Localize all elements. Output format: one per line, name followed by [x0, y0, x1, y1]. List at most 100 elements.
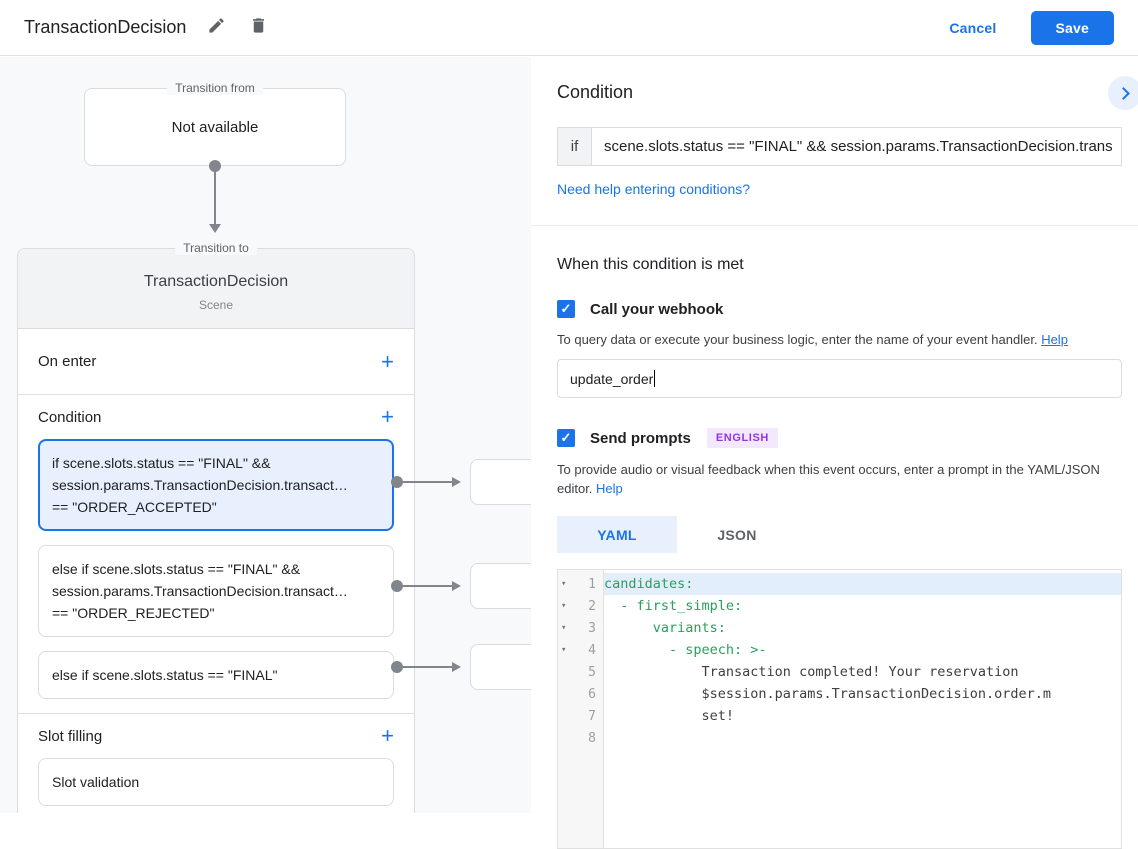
condition-line: == "ORDER_REJECTED"	[52, 605, 215, 621]
condition-line: session.params.TransactionDecision.trans…	[52, 477, 348, 493]
condition-met-heading: When this condition is met	[557, 256, 744, 273]
code-line: - first_simple:	[604, 598, 743, 614]
line-number: 4	[588, 642, 596, 658]
arrow-right-icon	[452, 477, 461, 487]
transition-from-box: Transition from Not available	[84, 81, 346, 166]
fold-toggle-icon[interactable]: ▾	[561, 623, 567, 633]
transition-target-box[interactable]	[470, 563, 531, 609]
code-line: - speech: >-	[604, 642, 767, 658]
scene-type: Scene	[198, 298, 234, 312]
fold-toggle-icon[interactable]: ▾	[561, 579, 567, 589]
editor-gutter: ▾1 ▾2 ▾3 ▾4 ▾5 ▾6 ▾7 ▾8	[558, 570, 604, 848]
fold-toggle-icon[interactable]: ▾	[561, 645, 567, 655]
transition-target-box[interactable]	[470, 644, 531, 690]
tab-yaml[interactable]: YAML	[557, 516, 677, 553]
edit-button[interactable]	[204, 16, 228, 40]
connector-line	[214, 169, 216, 225]
connector-dot	[391, 661, 403, 673]
send-prompts-row: ✓ Send prompts ENGLISH	[557, 428, 1122, 448]
transition-to-legend: Transition to	[175, 241, 257, 255]
condition-line: else if scene.slots.status == "FINAL"	[52, 667, 278, 683]
panel-divider	[531, 225, 1138, 226]
connector-dot	[391, 476, 403, 488]
yaml-code-editor[interactable]: ▾1 ▾2 ▾3 ▾4 ▾5 ▾6 ▾7 ▾8 candidates: - fi…	[557, 569, 1122, 849]
editor-code-area[interactable]: candidates: - first_simple: variants: - …	[604, 570, 1121, 848]
scene-flow-canvas: Transition from Not available Transition…	[0, 57, 531, 813]
tab-json[interactable]: JSON	[717, 526, 757, 543]
code-line: set!	[604, 708, 735, 724]
add-condition-button[interactable]: +	[381, 404, 394, 429]
add-slot-button[interactable]: +	[381, 723, 394, 748]
page-title: TransactionDecision	[24, 17, 187, 37]
slot-validation-card[interactable]: Slot validation	[38, 758, 394, 806]
arrow-down-icon	[209, 224, 221, 233]
top-bar: TransactionDecision Cancel Save	[0, 0, 1138, 56]
connector-line	[403, 585, 452, 587]
arrow-right-icon	[452, 581, 461, 591]
slot-filling-label: Slot filling	[38, 727, 103, 745]
connector-dot	[391, 580, 403, 592]
language-badge: ENGLISH	[706, 428, 778, 448]
webhook-description-text: To query data or execute your business l…	[557, 332, 1042, 347]
text-caret	[654, 370, 656, 387]
trash-icon	[249, 16, 268, 40]
condition-card-final[interactable]: else if scene.slots.status == "FINAL"	[38, 651, 394, 699]
event-handler-input[interactable]: update_order	[557, 359, 1122, 398]
condition-card-accepted[interactable]: if scene.slots.status == "FINAL" && sess…	[38, 439, 394, 531]
condition-line: if scene.slots.status == "FINAL" &&	[52, 455, 271, 471]
condition-section-label: Condition	[38, 408, 102, 426]
fold-toggle-icon[interactable]: ▾	[561, 601, 567, 611]
connector-line	[403, 481, 452, 483]
on-enter-label: On enter	[38, 353, 97, 370]
chevron-right-icon	[1117, 86, 1130, 100]
send-prompts-checkbox[interactable]: ✓	[557, 429, 575, 447]
transition-to-box: Transition to TransactionDecision Scene …	[17, 241, 415, 813]
line-number: 7	[588, 708, 596, 724]
event-handler-value: update_order	[570, 370, 654, 387]
transition-from-legend: Transition from	[167, 81, 263, 95]
checkmark-icon: ✓	[560, 301, 572, 316]
scene-card-header[interactable]: TransactionDecision Scene	[18, 249, 414, 329]
section-divider	[18, 713, 414, 714]
line-number: 8	[588, 730, 596, 746]
webhook-help-link[interactable]: Help	[1041, 332, 1068, 347]
panel-title: Condition	[557, 82, 634, 102]
scene-name: TransactionDecision	[143, 273, 289, 290]
condition-help-link[interactable]: Need help entering conditions?	[557, 181, 751, 197]
condition-line: session.params.TransactionDecision.trans…	[52, 583, 348, 599]
collapse-panel-button[interactable]	[1108, 76, 1138, 110]
transition-target-box[interactable]	[470, 459, 531, 505]
save-button[interactable]: Save	[1030, 10, 1114, 45]
delete-button[interactable]	[246, 16, 270, 40]
slot-filling-section: Slot filling + Slot validation	[18, 714, 414, 806]
call-webhook-row: ✓ Call your webhook	[557, 300, 1122, 318]
condition-expression-input[interactable]: scene.slots.status == "FINAL" && session…	[592, 127, 1122, 166]
condition-card-rejected[interactable]: else if scene.slots.status == "FINAL" &&…	[38, 545, 394, 637]
condition-expression-row: if scene.slots.status == "FINAL" && sess…	[557, 127, 1122, 166]
call-webhook-checkbox[interactable]: ✓	[557, 300, 575, 318]
add-on-enter-button[interactable]: +	[381, 348, 394, 374]
line-number: 1	[588, 576, 596, 592]
code-line	[604, 727, 1121, 749]
prompts-description: To provide audio or visual feedback when…	[557, 460, 1113, 498]
condition-editor-panel: Condition if scene.slots.status == "FINA…	[531, 57, 1138, 849]
connector-dot	[209, 160, 221, 172]
code-line: variants:	[604, 620, 726, 636]
connector-line	[403, 666, 452, 668]
cancel-button[interactable]: Cancel	[949, 19, 997, 36]
line-number: 3	[588, 620, 596, 636]
line-number: 5	[588, 664, 596, 680]
call-webhook-label: Call your webhook	[590, 300, 724, 318]
arrow-right-icon	[452, 662, 461, 672]
prompts-help-link[interactable]: Help	[596, 481, 623, 496]
condition-section: Condition + if scene.slots.status == "FI…	[18, 395, 414, 714]
code-line: Transaction completed! Your reservation	[604, 664, 1019, 680]
code-line: candidates:	[604, 573, 1121, 595]
line-number: 6	[588, 686, 596, 702]
send-prompts-label: Send prompts	[590, 429, 691, 447]
editor-format-tabs: YAML JSON	[557, 516, 1122, 553]
if-prefix-label: if	[557, 127, 592, 166]
transition-from-value: Not available	[171, 118, 259, 136]
condition-line: else if scene.slots.status == "FINAL" &&	[52, 561, 301, 577]
pencil-icon	[207, 16, 226, 40]
